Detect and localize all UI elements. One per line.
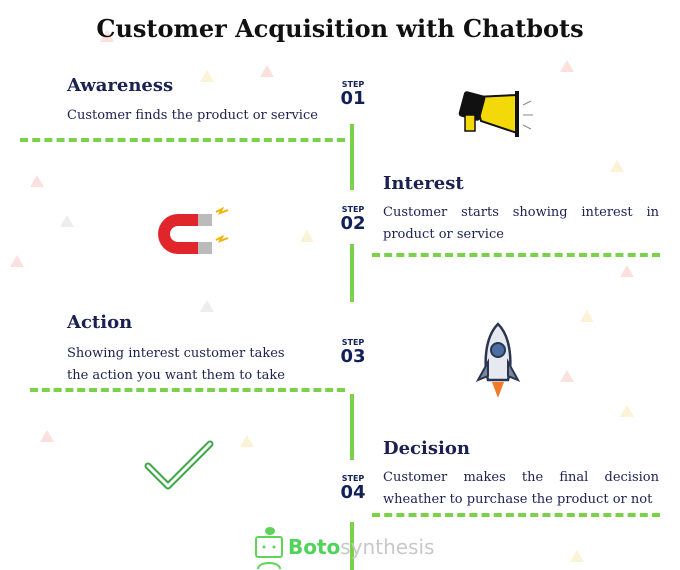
step-4-heading: Decision	[383, 438, 470, 459]
step-label: STEP	[341, 474, 365, 483]
step-2-heading: Interest	[383, 173, 464, 194]
divider	[372, 513, 660, 517]
step-2-description: Customer starts showing interest in prod…	[383, 205, 659, 242]
step-label: STEP	[341, 205, 365, 214]
divider	[20, 138, 345, 142]
checkmark-icon	[144, 440, 214, 490]
step-3-description: Showing interest customer takes the acti…	[67, 346, 285, 383]
step-number: 01	[340, 88, 366, 109]
logo-text-secondary: synthesis	[340, 535, 435, 559]
step-1-heading: Awareness	[67, 75, 174, 96]
step-1-description: Customer finds the product or service	[67, 108, 318, 123]
megaphone-icon	[458, 91, 533, 137]
step-number: 02	[340, 213, 366, 234]
step-label: STEP	[341, 80, 365, 89]
timeline-line	[350, 244, 354, 302]
step-3-heading: Action	[67, 312, 133, 333]
step-4-description: Customer makes the final decision wheath…	[383, 470, 659, 507]
page-title: Customer Acquisition with Chatbots	[96, 14, 584, 43]
rocket-icon	[475, 322, 521, 398]
step-number: 04	[340, 482, 366, 503]
magnet-icon	[158, 206, 229, 254]
timeline-line	[350, 522, 354, 570]
timeline-line	[350, 124, 354, 190]
divider	[30, 388, 345, 392]
robot-icon	[255, 527, 283, 569]
logo-text-primary: Boto	[288, 535, 341, 559]
timeline-line	[350, 394, 354, 460]
step-label: STEP	[341, 338, 365, 347]
step-number: 03	[340, 346, 366, 367]
divider	[372, 253, 660, 257]
